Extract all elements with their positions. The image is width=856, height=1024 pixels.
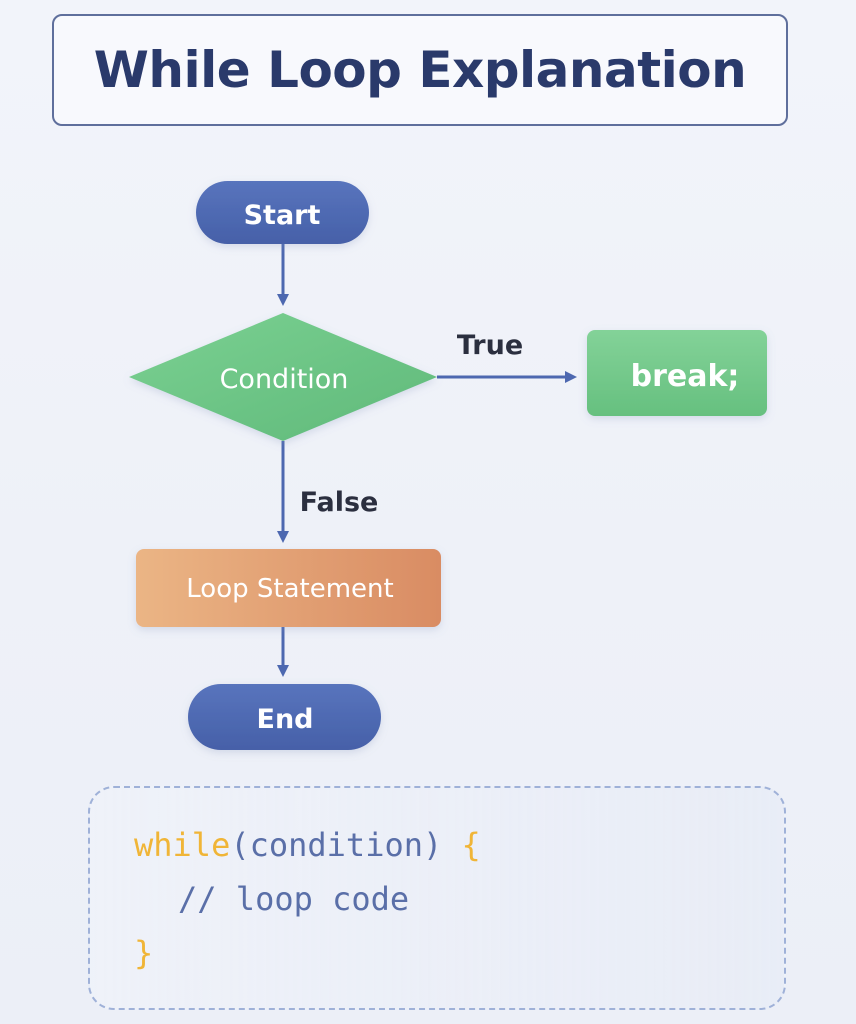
code-keyword: while (134, 826, 231, 864)
end-label: End (257, 704, 314, 735)
code-open-brace: { (461, 826, 481, 864)
start-node: Start (196, 181, 369, 244)
code-line-1: while(condition) { (134, 826, 481, 864)
flowchart: Start Condition True break; False Loop S… (129, 181, 767, 750)
condition-node: Condition (129, 313, 437, 441)
page-title: While Loop Explanation (93, 41, 747, 99)
code-comment: // loop code (178, 880, 410, 918)
true-label: True (457, 330, 523, 361)
loop-statement-label: Loop Statement (186, 574, 393, 604)
condition-label: Condition (220, 364, 349, 395)
break-label: break; (631, 359, 740, 394)
code-close-brace: } (134, 934, 154, 972)
title-box: While Loop Explanation (52, 14, 788, 126)
loop-statement-node: Loop Statement (136, 549, 441, 627)
end-node: End (188, 684, 381, 750)
start-label: Start (244, 200, 321, 231)
break-node: break; (587, 330, 767, 416)
code-snippet-box: while(condition) { // loop code } (88, 786, 786, 1010)
false-label: False (300, 487, 379, 518)
code-condition: (condition) (230, 826, 462, 864)
